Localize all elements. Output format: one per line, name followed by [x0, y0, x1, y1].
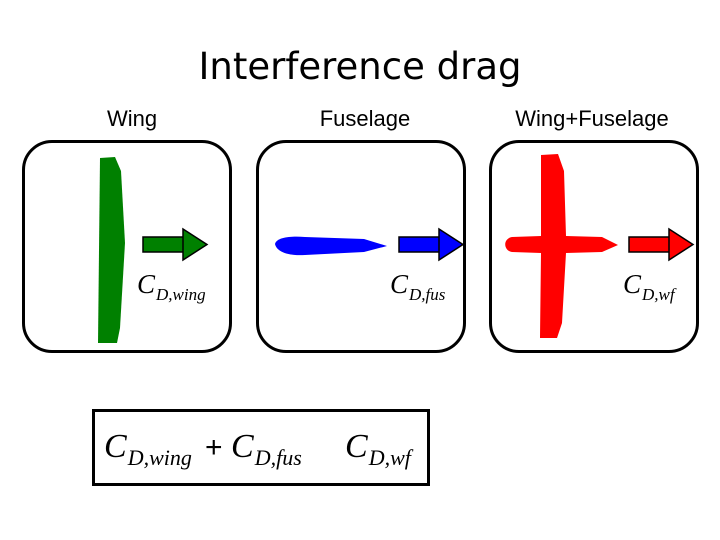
fuselage-label: Fuselage	[319, 106, 411, 131]
wing-drag-arrow	[142, 227, 209, 262]
formula-box: CD,wing + CD,fus CD,wf	[92, 409, 430, 486]
formula-term-wing: CD,wing	[104, 428, 192, 470]
wing-drawing	[98, 157, 209, 343]
cd-wf-label: CD,wf	[623, 269, 675, 304]
wing-fuselage-panel: CD,wf	[489, 140, 699, 353]
fuselage-shape	[275, 236, 387, 256]
cd-fus-label: CD,fus	[390, 269, 446, 304]
fuselage-drag-arrow	[398, 227, 465, 262]
slide-title: Interference drag	[198, 45, 522, 88]
wing-fuselage-drag-arrow	[628, 227, 695, 262]
formula-term-wf: CD,wf	[345, 428, 411, 470]
cd-wing-label: CD,wing	[137, 269, 206, 304]
wing-fuselage-drawing	[505, 154, 695, 338]
fuselage-drawing	[275, 227, 465, 262]
fuselage-panel: CD,fus	[256, 140, 466, 353]
wing-fuselage-shape	[505, 154, 618, 338]
formula-plus-sign: +	[205, 431, 223, 464]
wing-panel: CD,wing	[22, 140, 232, 353]
formula-term-fus: CD,fus	[231, 428, 302, 470]
wing-shape	[98, 157, 125, 343]
wing-fuselage-label: Wing+Fuselage	[515, 106, 669, 131]
wing-label: Wing	[106, 106, 158, 131]
